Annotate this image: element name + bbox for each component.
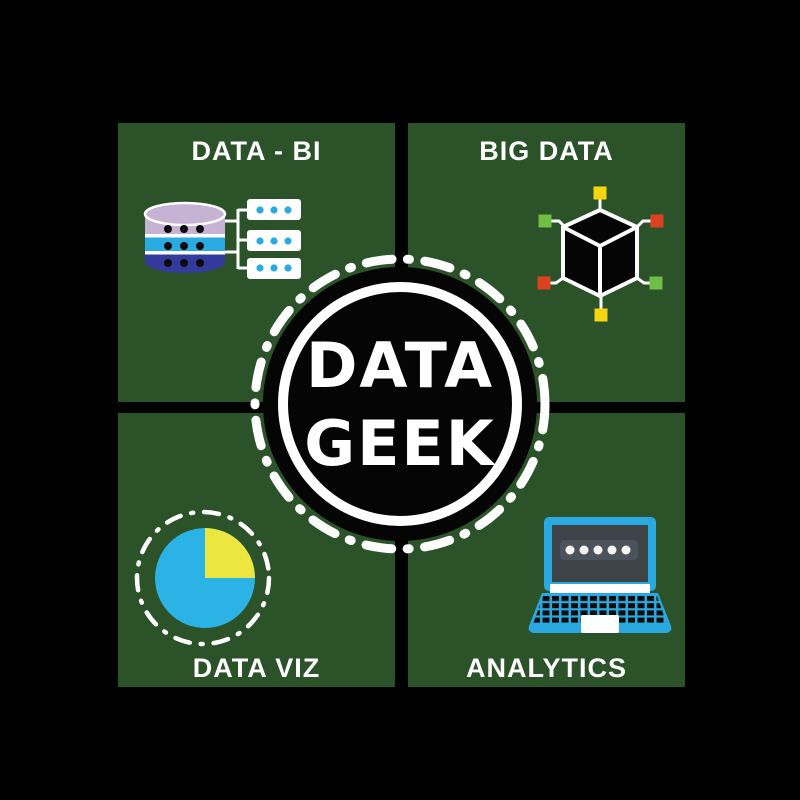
quadrant-title-big-data: BIG DATA	[479, 136, 614, 166]
db-connector-lines	[225, 208, 247, 270]
laptop-base	[528, 593, 672, 633]
laptop-trackpad	[581, 615, 619, 633]
pie-chart-icon	[134, 509, 272, 647]
cube-connector-lines	[544, 193, 657, 315]
laptop-hinge	[550, 584, 650, 593]
laptop-keyboard	[533, 596, 667, 624]
laptop-screen	[544, 517, 656, 591]
laptop-icon	[528, 517, 672, 633]
badge-text-line1: DATA	[306, 329, 494, 402]
quadrant-title-data-viz: DATA VIZ	[192, 653, 321, 683]
database-servers-icon	[143, 199, 301, 279]
badge-disc	[263, 267, 537, 541]
cube-network-icon	[537, 186, 664, 322]
server-bars	[247, 199, 301, 279]
cube-shape	[561, 208, 639, 298]
password-dots	[565, 545, 631, 555]
quadrant-title-data-bi: DATA - BI	[191, 136, 322, 166]
data-geek-badge: DATA GEEK	[250, 254, 550, 554]
cube-nodes	[537, 186, 664, 322]
badge-text-line2: GEEK	[304, 407, 496, 480]
database-cylinder	[143, 201, 227, 273]
pie-dashed-ring	[134, 509, 272, 647]
quadrant-title-analytics: ANALYTICS	[465, 653, 628, 683]
quadrant-data-bi: DATA - BI	[118, 123, 395, 402]
pie-yellow-slice	[205, 528, 255, 578]
badge-dashed-ring	[250, 254, 550, 554]
badge-inner-ring	[278, 282, 522, 526]
